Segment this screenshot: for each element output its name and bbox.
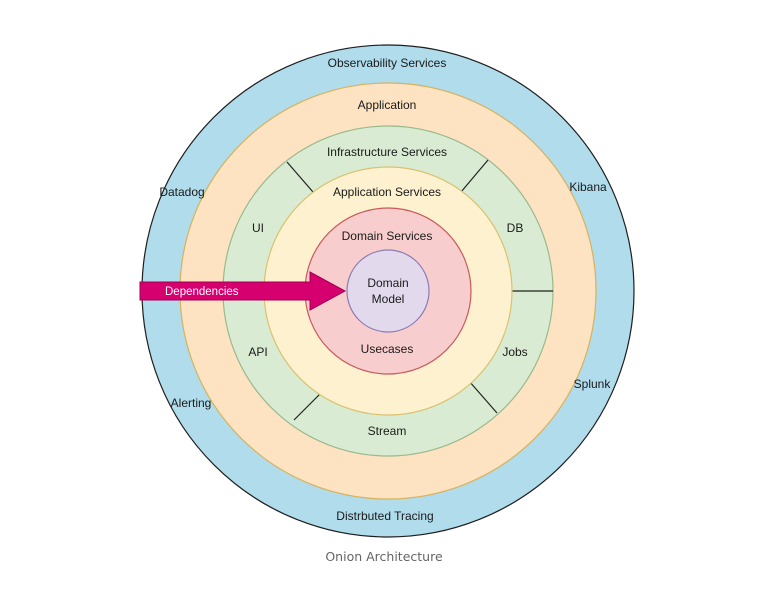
datadog-label: Datadog	[159, 185, 204, 199]
usecases-label: Usecases	[361, 342, 414, 356]
application-services-title: Application Services	[333, 185, 441, 199]
ui-segment-label: UI	[252, 221, 264, 235]
infrastructure-segment-dividers	[286, 159, 553, 421]
infrastructure-services-title: Infrastructure Services	[327, 145, 447, 159]
db-segment-label: DB	[507, 221, 524, 235]
application-title: Application	[358, 98, 417, 112]
stream-segment-label: Stream	[368, 424, 407, 438]
observability-services-title: Observability Services	[328, 56, 447, 70]
dependencies-arrow	[139, 271, 347, 311]
domain-model-core	[346, 249, 430, 333]
distributed-tracing-label: Distrbuted Tracing	[336, 509, 433, 523]
diagram-caption: Onion Architecture	[325, 549, 443, 564]
alerting-label: Alerting	[171, 396, 212, 410]
domain-model-title-line1: Domain	[367, 276, 408, 290]
api-segment-label: API	[248, 345, 267, 359]
jobs-segment-label: Jobs	[502, 345, 527, 359]
splunk-label: Splunk	[574, 377, 612, 391]
domain-services-title: Domain Services	[342, 229, 433, 243]
domain-model-title-line2: Model	[372, 292, 405, 306]
kibana-label: Kibana	[569, 180, 607, 194]
dependencies-arrow-label: Dependencies	[165, 286, 239, 298]
